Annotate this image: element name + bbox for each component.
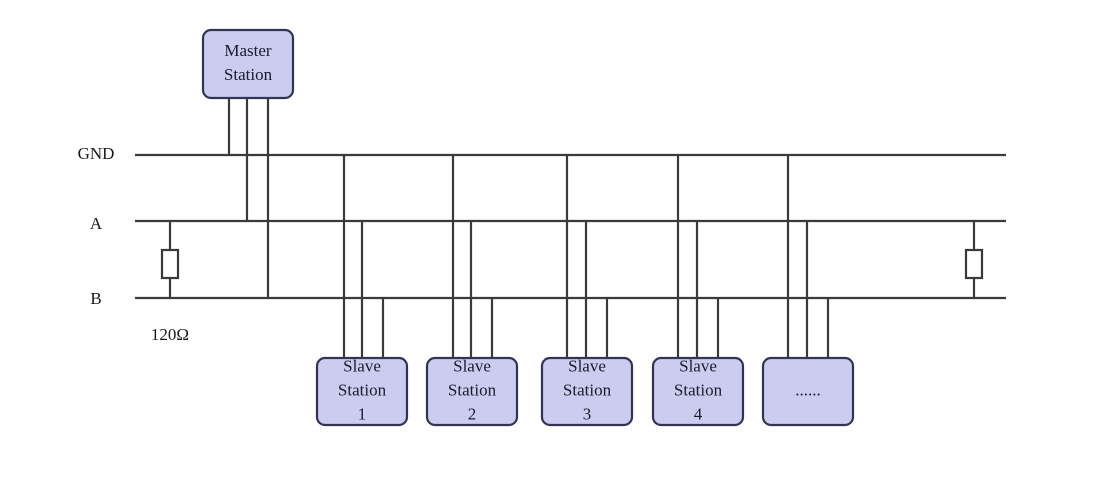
- slave-station-more-label-line-1: ......: [795, 380, 821, 399]
- slave-station-more-box[interactable]: [761, 356, 855, 427]
- slave-station-4-label-line-1: Slave: [679, 356, 717, 375]
- slave-station-2-label-line-3: 2: [468, 404, 477, 423]
- slave-station-1-box[interactable]: [315, 356, 409, 427]
- slave-station-1-label-line-2: Station: [338, 380, 387, 399]
- resistor-right-terminator: [964, 221, 984, 298]
- bus-label-b: B: [90, 289, 101, 308]
- master-station-label-line-1: Master: [224, 41, 272, 60]
- slave-station-1-label-line-3: 1: [358, 404, 367, 423]
- station-nodes-group: MasterStationSlaveStation1SlaveStation2S…: [201, 28, 855, 427]
- bus-lines-group: [135, 153, 1006, 300]
- slave-station-2-label-line-1: Slave: [453, 356, 491, 375]
- slave-station-2-box[interactable]: [425, 356, 519, 427]
- resistor-body: [964, 248, 984, 280]
- master-station-label-line-2: Station: [224, 65, 273, 84]
- resistor-value-label: 120Ω: [151, 325, 189, 344]
- resistor-body: [160, 248, 180, 280]
- slave-station-4-box[interactable]: [651, 356, 745, 427]
- terminating-resistors-group: 120Ω: [151, 221, 984, 344]
- slave-station-3-label-line-2: Station: [563, 380, 612, 399]
- slave-station-more[interactable]: ......: [761, 356, 855, 427]
- bus-labels-group: GND A B: [78, 144, 115, 308]
- slave-station-2-label-line-2: Station: [448, 380, 497, 399]
- drop-lines-group: [227, 98, 830, 358]
- master-station-box[interactable]: [201, 28, 295, 100]
- slave-station-3-label-line-3: 3: [583, 404, 592, 423]
- bus-label-a: A: [90, 214, 103, 233]
- slave-station-3-box[interactable]: [540, 356, 634, 427]
- slave-station-3-label-line-1: Slave: [568, 356, 606, 375]
- slave-station-4-label-line-3: 4: [694, 404, 703, 423]
- slave-station-1-label-line-1: Slave: [343, 356, 381, 375]
- bus-label-gnd: GND: [78, 144, 115, 163]
- resistor-left-terminator: 120Ω: [151, 221, 189, 344]
- slave-station-4-label-line-2: Station: [674, 380, 723, 399]
